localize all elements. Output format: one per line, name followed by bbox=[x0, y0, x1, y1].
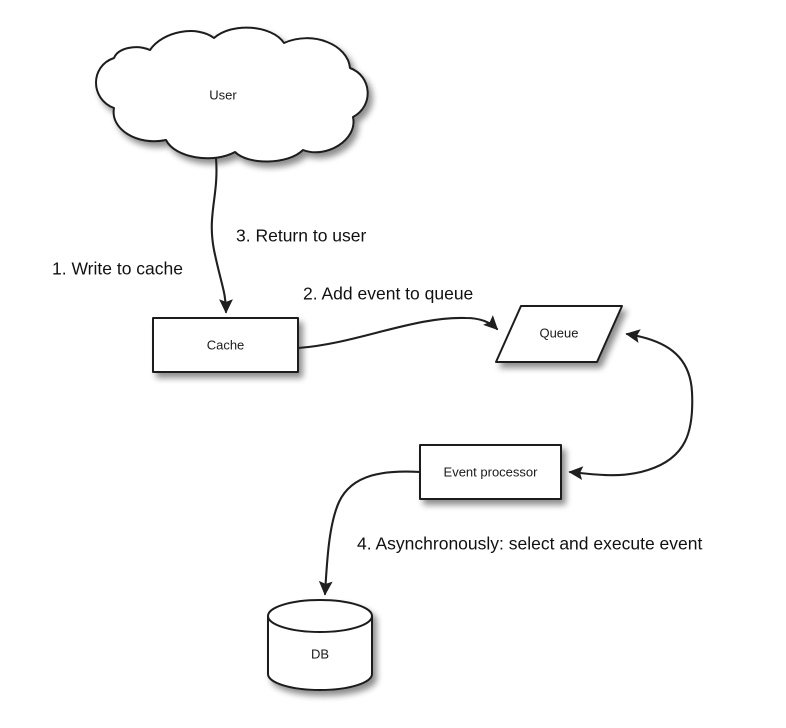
node-label-event-processor: Event processor bbox=[444, 464, 539, 479]
node-label-db: DB bbox=[311, 646, 329, 661]
node-label-user: User bbox=[209, 87, 237, 102]
node-queue[interactable]: Queue bbox=[495, 305, 623, 363]
step-label-3: 3. Return to user bbox=[236, 226, 367, 246]
edge-cache-to-queue bbox=[296, 315, 499, 350]
step-label-1: 1. Write to cache bbox=[52, 259, 183, 279]
step-label-2: 2. Add event to queue bbox=[303, 284, 473, 304]
edge-user-to-cache bbox=[210, 156, 233, 314]
node-user[interactable]: User bbox=[95, 26, 369, 163]
node-label-cache: Cache bbox=[207, 337, 245, 352]
node-event-processor[interactable]: Event processor bbox=[419, 444, 562, 500]
node-label-queue: Queue bbox=[539, 325, 578, 340]
edge-queue-event-processor bbox=[568, 329, 694, 481]
step-label-4: 4. Asynchronously: select and execute ev… bbox=[357, 534, 702, 554]
node-db[interactable]: DB bbox=[267, 599, 373, 691]
node-cache[interactable]: Cache bbox=[152, 317, 299, 373]
edge-event-processor-to-db bbox=[318, 470, 422, 596]
